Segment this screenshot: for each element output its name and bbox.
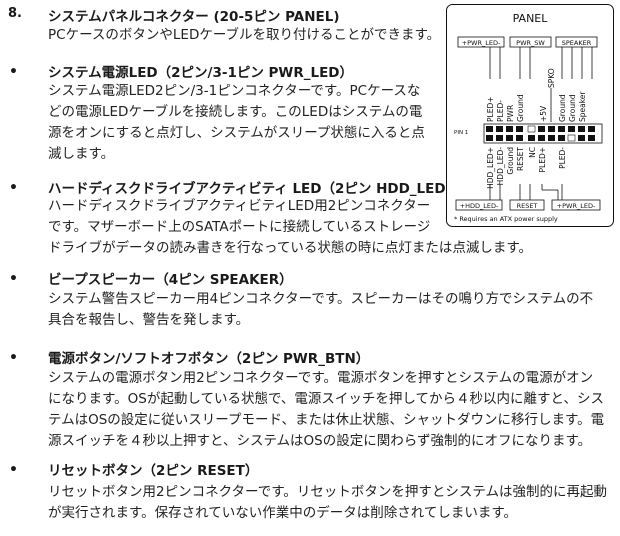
top-pin-labels: PLED+ PLED- PWR Ground +5V Ground Ground… <box>486 68 587 122</box>
body-line: です。マザーボード上のSATAポートに接続しているストレージ <box>48 219 431 235</box>
section-body-panel: PCケースのボタンやLEDケーブルを取り付けることができます。 <box>48 25 440 46</box>
body-line: システムの電源ボタン用2ピンコネクターです。電源ボタンを押すとシステムの電源がオ… <box>48 370 594 386</box>
body-line: 源スイッチを４秒以上押すと、システムはOSの設定に関わらず強制的にオフになります… <box>48 433 592 449</box>
pin-label: PWR <box>506 105 515 122</box>
pin-label: SPKO <box>547 68 556 88</box>
top-box-label: +PWR_LED- <box>462 39 501 47</box>
pin-label: Ground <box>558 94 567 122</box>
pin-label: Ground <box>506 147 515 175</box>
section-number: 8. <box>8 6 22 21</box>
bottom-box-label: RESET <box>517 202 538 210</box>
top-connector-lines <box>489 47 593 122</box>
pin1-label: PIN 1 <box>454 130 468 136</box>
bottom-box-label: +PWR_LED- <box>557 202 596 210</box>
bottom-pin-labels: HDD_LED+ HDD_LED- Ground RESET NC PLED+ … <box>486 147 567 189</box>
top-box-label: PWR_SW <box>516 39 545 47</box>
bottom-box-label: +HDD_LED- <box>460 202 499 210</box>
body-line: システム警告スピーカー用4ピンコネクターです。スピーカーはその鳴り方でシステムの… <box>48 291 594 307</box>
section-heading-pwr-btn: 電源ボタン/ソフトオフボタン（2ピン PWR_BTN） <box>48 351 370 367</box>
body-line: PCケースのボタンやLEDケーブルを取り付けることができます。 <box>48 27 441 43</box>
top-box-speaker: SPEAKER <box>555 36 598 48</box>
bottom-box-reset: RESET <box>509 199 545 211</box>
body-line: どの電源LEDケーブルを接続します。このLEDはシステムの電 <box>48 104 423 120</box>
body-line: になります。OSが起動している状態で、電源スイッチを押してから４秒以内に離すと、… <box>48 391 604 407</box>
pin-label: +5V <box>539 105 548 122</box>
panel-connector-diagram: PANEL +PWR_LED- PWR_SW SPEAKER PLED+ PLE… <box>446 4 614 227</box>
bullet-pwr-led: • <box>9 64 18 80</box>
bottom-box-hdd-led: +HDD_LED- <box>455 199 503 211</box>
pin-label: NC <box>528 147 537 158</box>
pin-label: Speaker <box>578 91 587 122</box>
section-body-speaker: システム警告スピーカー用4ピンコネクターです。スピーカーはその鳴り方でシステムの… <box>48 289 593 331</box>
section-heading-panel: システムパネルコネクター (20-5ピン PANEL) <box>48 9 340 25</box>
body-line: ハードディスクドライブアクティビティLED用2ピンコネクター <box>48 198 431 214</box>
bottom-box-pwr-led: +PWR_LED- <box>551 199 601 211</box>
body-line: ドライブがデータの読み書きを行なっている状態の時に点灯または点滅します。 <box>48 240 532 256</box>
pin-header <box>483 123 603 144</box>
bullet-reset: • <box>9 462 18 478</box>
bullet-speaker: • <box>9 271 18 287</box>
section-heading-hdd-led: ハードディスクドライブアクティビティ LED（2ピン HDD_LED） <box>48 181 460 197</box>
section-body-reset: リセットボタン用2ピンコネクターです。リセットボタンを押すとシステムは強制的に再… <box>48 482 607 524</box>
pin-label: HDD_LED- <box>496 147 505 186</box>
pin-label: PLED- <box>558 147 567 169</box>
section-heading-pwr-led: システム電源LED（2ピン/3-1ピン PWR_LED） <box>48 65 353 81</box>
body-line: 滅します。 <box>48 146 115 162</box>
pin-label: Ground <box>516 94 525 122</box>
body-line: が実行されます。保存されていない作業中のデータは削除されてしまいます。 <box>48 505 517 521</box>
section-body-hdd-led: ハードディスクドライブアクティビティLED用2ピンコネクター です。マザーボード… <box>48 196 532 259</box>
top-box-pwr-led: +PWR_LED- <box>457 36 505 48</box>
section-heading-speaker: ビープスピーカー（4ピン SPEAKER） <box>48 272 293 288</box>
pin-label: HDD_LED+ <box>486 147 495 189</box>
body-line: リセットボタン用2ピンコネクターです。リセットボタンを押すとシステムは強制的に再… <box>48 484 607 500</box>
top-box-pwr-sw: PWR_SW <box>509 36 552 48</box>
body-line: 具合を報告し、警告を発します。 <box>48 312 250 328</box>
diagram-title: PANEL <box>513 12 549 25</box>
diagram-footnote: * Requires an ATX power supply <box>454 215 558 223</box>
body-line: システム電源LED2ピン/3-1ピンコネクターです。PCケースな <box>48 83 421 99</box>
bullet-hdd-led: • <box>9 180 18 196</box>
pin-label: RESET <box>516 147 525 171</box>
body-line: テムはOSの設定に従いスリープモード、または休止状態、シャットダウンに移行します… <box>48 412 605 428</box>
section-body-pwr-btn: システムの電源ボタン用2ピンコネクターです。電源ボタンを押すとシステムの電源がオ… <box>48 368 604 452</box>
pin-label: PLED+ <box>486 97 495 123</box>
bullet-pwr-btn: • <box>9 350 18 366</box>
body-line: 源をオンにすると点灯し、システムがスリープ状態に入ると点 <box>48 125 425 141</box>
pin-label: PLED+ <box>538 147 547 173</box>
pin-label: Ground <box>568 94 577 122</box>
section-body-pwr-led: システム電源LED2ピン/3-1ピンコネクターです。PCケースな どの電源LED… <box>48 81 425 165</box>
top-box-label: SPEAKER <box>562 39 592 47</box>
pin-label: PLED- <box>496 100 505 122</box>
section-heading-reset: リセットボタン（2ピン RESET） <box>48 463 259 479</box>
bottom-connector-lines <box>489 184 563 200</box>
